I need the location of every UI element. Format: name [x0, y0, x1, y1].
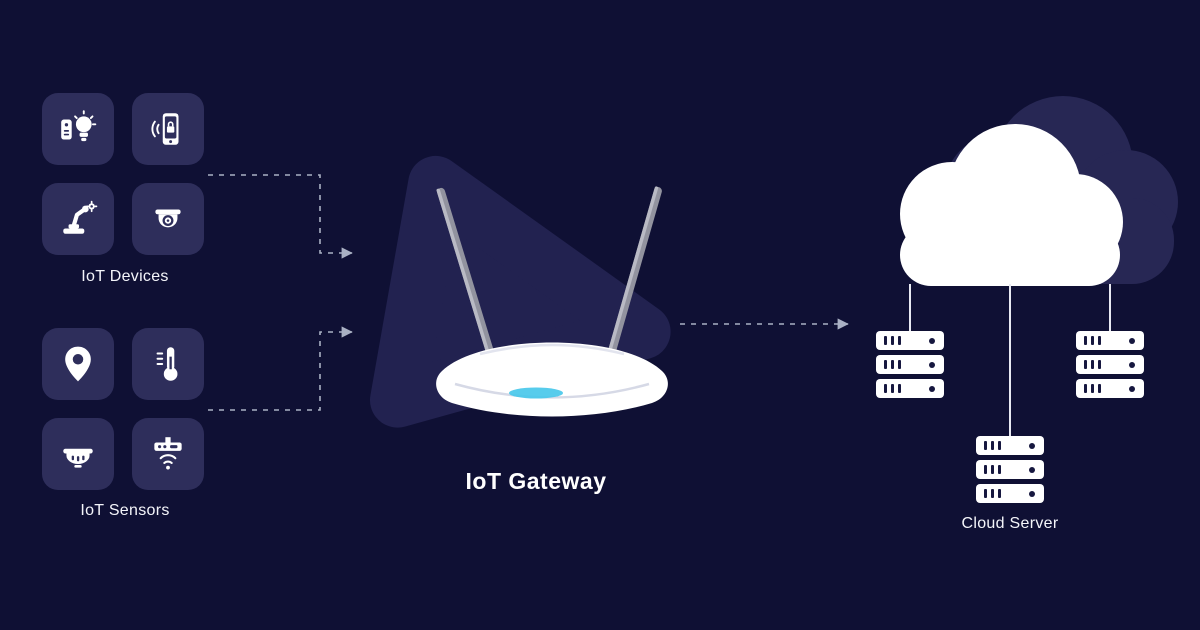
wireless-sensor-icon [154, 437, 182, 470]
connector-sensors-to-gateway [208, 326, 353, 411]
router-illustration [436, 186, 668, 417]
server-unit [1076, 355, 1144, 374]
iot-devices-group [42, 93, 204, 255]
server-unit [876, 331, 944, 350]
robotic-arm-icon [63, 200, 98, 234]
cloud-server-links [909, 284, 1111, 436]
tile-smoke-detector [42, 418, 114, 490]
router-antenna-right [603, 186, 662, 370]
server-unit [876, 379, 944, 398]
server-stack-right [1076, 331, 1144, 398]
tile-robotic-arm [42, 183, 114, 255]
server-unit [976, 436, 1044, 455]
cloud-server-label: Cloud Server [961, 515, 1059, 532]
smart-lighting-icon [61, 110, 97, 142]
iot-sensors-label: IoT Sensors [80, 502, 170, 519]
router-led [509, 387, 563, 399]
server-stack-middle [976, 436, 1044, 503]
server-unit [976, 484, 1044, 503]
connector-devices-to-gateway [208, 174, 353, 259]
server-unit [976, 460, 1044, 479]
server-unit [1076, 379, 1144, 398]
thermometer-icon [156, 347, 178, 381]
smart-lock-icon [151, 113, 179, 145]
iot-devices-label: IoT Devices [81, 268, 169, 285]
location-pin-icon [65, 346, 91, 382]
iot-sensors-group [42, 328, 204, 490]
router-body [436, 342, 668, 417]
server-stack-left [876, 331, 944, 398]
tile-wireless-sensor [132, 418, 204, 490]
tile-location-pin [42, 328, 114, 400]
router-antenna-left [436, 187, 499, 371]
cloud-front-shape [900, 124, 1123, 286]
tile-smart-lock [132, 93, 204, 165]
cloud-illustration [900, 96, 1178, 436]
cctv-camera-icon [155, 209, 181, 228]
smoke-detector-icon [63, 448, 93, 468]
iot-gateway-label: IoT Gateway [465, 468, 607, 494]
tile-cctv-camera [132, 183, 204, 255]
tile-smart-lighting [42, 93, 114, 165]
server-unit [1076, 331, 1144, 350]
server-unit [876, 355, 944, 374]
tile-thermometer [132, 328, 204, 400]
